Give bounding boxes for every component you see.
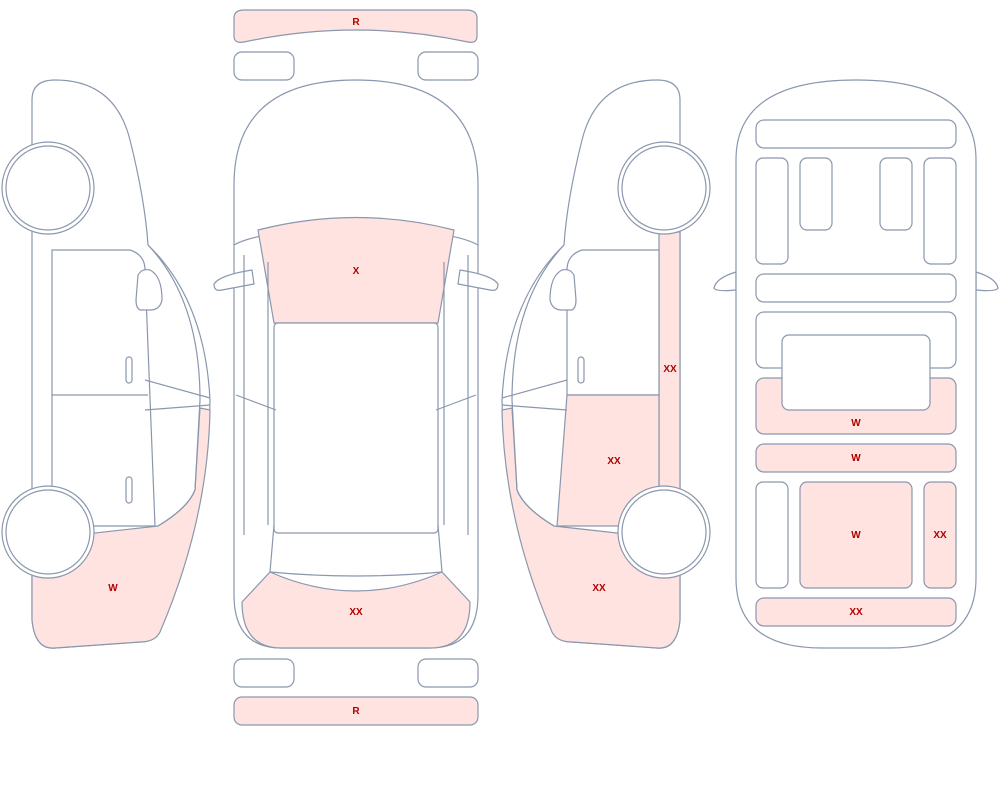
right-front-wheel [621, 145, 707, 231]
front-right-console [879, 157, 913, 231]
right-handle-front [577, 356, 585, 384]
int-strip-2[interactable] [755, 443, 957, 473]
int-bottom[interactable] [755, 597, 957, 627]
front-left-console [799, 157, 833, 231]
int-left-column [755, 481, 789, 589]
right-window-frame [511, 244, 565, 527]
front-right-headlight [417, 51, 479, 81]
int-strip-1-label: W [851, 418, 861, 429]
rear-right-light [417, 658, 479, 688]
left-door-strip [235, 255, 277, 535]
left-handle-rear [125, 476, 133, 504]
front-left-seat [755, 157, 789, 265]
int-bottom-label: XX [849, 607, 863, 618]
interior-left-mirror [713, 271, 737, 292]
rear-window-top [269, 524, 443, 577]
rear-seat-box [781, 334, 931, 411]
left-rear-wheel [5, 489, 91, 575]
right-side-view: XX XX XX [501, 79, 711, 649]
int-center[interactable] [799, 481, 913, 589]
left-mirror [135, 268, 163, 311]
front-left-headlight [233, 51, 295, 81]
left-pillar-line [144, 379, 211, 411]
right-mirror [549, 268, 577, 311]
rear-bumper-label: R [352, 706, 360, 717]
right-front-door [566, 249, 660, 396]
left-window-frame [147, 244, 201, 527]
roof [273, 322, 439, 534]
left-side-view: W [1, 79, 211, 649]
right-rear-door-label: XX [607, 456, 621, 467]
int-side-label: XX [933, 530, 947, 541]
right-pillar-label: XX [663, 364, 677, 375]
right-pillar[interactable] [658, 231, 681, 491]
left-handle-front [125, 356, 133, 384]
rear-left-light [233, 658, 295, 688]
left-rear-quarter-label: W [108, 583, 118, 594]
top-view: R X XX R [213, 9, 499, 726]
dashboard [755, 119, 957, 149]
rear-hood[interactable] [241, 571, 471, 649]
int-strip-2-label: W [851, 453, 861, 464]
windshield[interactable] [257, 216, 455, 324]
right-rear-quarter-label: XX [592, 583, 606, 594]
int-side[interactable] [923, 481, 957, 589]
windshield-label: X [353, 266, 360, 277]
right-door-strip [435, 255, 477, 535]
right-rear-wheel [621, 489, 707, 575]
interior-right-mirror [975, 271, 999, 292]
left-doors [51, 249, 156, 527]
int-center-label: W [851, 530, 861, 541]
right-pillar-line [501, 379, 568, 411]
rear-hood-label: XX [349, 607, 363, 618]
rear-bumper[interactable] [233, 696, 479, 726]
front-bumper-label: R [352, 17, 360, 28]
left-front-wheel [5, 145, 91, 231]
front-right-seat [923, 157, 957, 265]
mid-strip [755, 273, 957, 303]
interior-view: W W W XX XX [713, 79, 999, 649]
front-bumper[interactable] [233, 9, 478, 43]
